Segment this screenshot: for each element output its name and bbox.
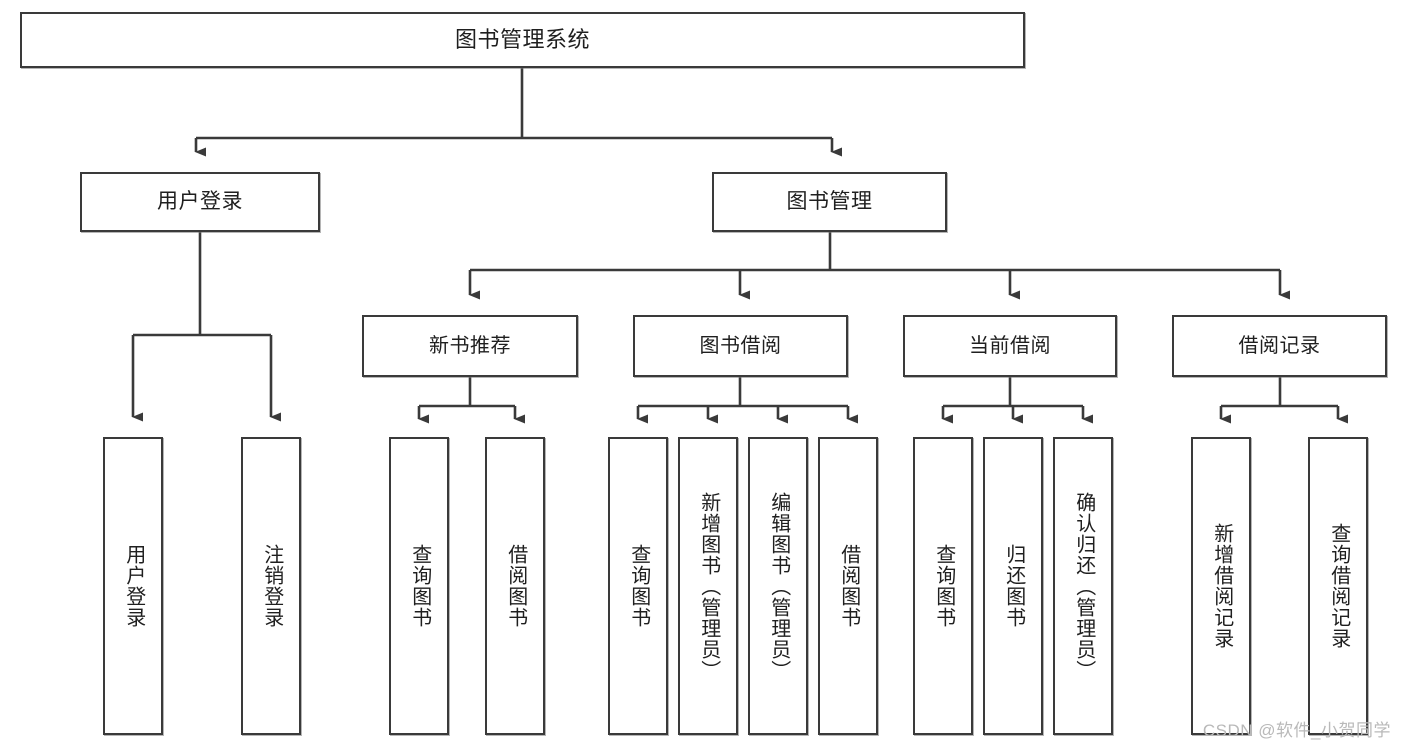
node-leaf-add-borrow-record[interactable]: 新增借阅记录 [1191,437,1251,735]
node-book-manage[interactable]: 图书管理 [712,172,947,232]
node-leaf-return-book[interactable]: 归还图书 [983,437,1043,735]
node-user-login[interactable]: 用户登录 [80,172,320,232]
node-leaf-add-book-admin[interactable]: 新增图书（管理员） [678,437,738,735]
node-leaf-query-book-label: 查询图书 [627,544,650,628]
node-leaf-user-login[interactable]: 用户登录 [103,437,163,735]
node-leaf-user-login-label: 用户登录 [122,544,145,628]
node-leaf-add-borrow-record-label: 新增借阅记录 [1210,523,1233,649]
node-book-borrow-label: 图书借阅 [699,334,782,357]
node-leaf-query-book-current-label: 查询图书 [932,544,955,628]
node-new-book-recommend-label: 新书推荐 [429,334,511,357]
node-leaf-query-book-recommend[interactable]: 查询图书 [389,437,449,735]
node-leaf-borrow-book-recommend-label: 借阅图书 [504,544,527,628]
node-book-borrow[interactable]: 图书借阅 [633,315,848,377]
node-borrow-record-label: 借阅记录 [1238,334,1321,357]
node-current-borrow[interactable]: 当前借阅 [903,315,1117,377]
node-leaf-query-borrow-record[interactable]: 查询借阅记录 [1308,437,1368,735]
node-leaf-user-logout[interactable]: 注销登录 [241,437,301,735]
node-user-login-label: 用户登录 [157,189,243,213]
node-leaf-borrow-book-label: 借阅图书 [837,544,860,628]
node-current-borrow-label: 当前借阅 [969,334,1051,357]
node-leaf-borrow-book[interactable]: 借阅图书 [818,437,878,735]
node-leaf-query-book[interactable]: 查询图书 [608,437,668,735]
node-leaf-borrow-book-recommend[interactable]: 借阅图书 [485,437,545,735]
node-borrow-record[interactable]: 借阅记录 [1172,315,1387,377]
node-new-book-recommend[interactable]: 新书推荐 [362,315,578,377]
node-leaf-query-book-recommend-label: 查询图书 [408,544,431,628]
node-leaf-edit-book-admin-label: 编辑图书（管理员） [767,491,790,681]
node-leaf-user-logout-label: 注销登录 [260,544,283,628]
node-leaf-confirm-return-admin[interactable]: 确认归还（管理员） [1053,437,1113,735]
node-leaf-add-book-admin-label: 新增图书（管理员） [697,491,720,681]
node-leaf-return-book-label: 归还图书 [1002,544,1025,628]
node-root[interactable]: 图书管理系统 [20,12,1025,68]
node-leaf-edit-book-admin[interactable]: 编辑图书（管理员） [748,437,808,735]
node-leaf-confirm-return-admin-label: 确认归还（管理员） [1072,491,1095,681]
node-root-label: 图书管理系统 [454,27,590,53]
node-leaf-query-book-current[interactable]: 查询图书 [913,437,973,735]
node-book-manage-label: 图书管理 [786,189,873,213]
node-leaf-query-borrow-record-label: 查询借阅记录 [1327,523,1350,649]
watermark-text: CSDN @软件_小贺同学 [1202,721,1391,740]
